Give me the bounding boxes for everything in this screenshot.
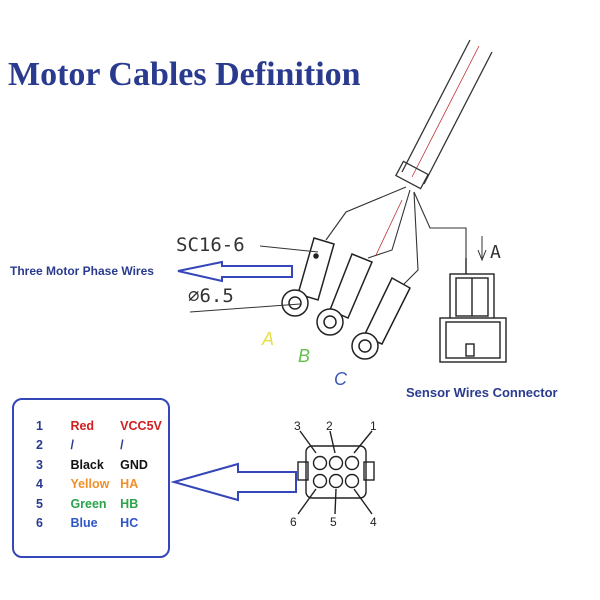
- wire-color: Blue: [70, 516, 98, 531]
- wire-color: Red: [70, 418, 95, 433]
- ring-terminal-c: [351, 276, 411, 360]
- pin-signal: GND: [120, 457, 148, 472]
- phase-letter-b: B: [298, 346, 310, 366]
- pin-number: 4: [36, 477, 43, 492]
- pin-signal: HC: [120, 516, 139, 531]
- wire-color: Black: [70, 457, 104, 472]
- page-title: Motor Cables Definition: [8, 56, 361, 93]
- connector-pin-3: 3: [294, 419, 301, 433]
- phase-letter-a: A: [261, 329, 274, 349]
- pin-number: 5: [36, 496, 43, 511]
- pin-signal: HA: [120, 477, 139, 492]
- ring-terminal-b: [316, 253, 373, 336]
- table-row: 6 Blue HC: [14, 514, 168, 534]
- table-row: 1 Red VCC5V: [14, 416, 168, 436]
- pin-number: 2: [36, 438, 43, 453]
- ring-terminal-a: [281, 237, 335, 317]
- phase-wires-label: Three Motor Phase Wires: [10, 264, 154, 278]
- table-row: 2 / /: [14, 436, 168, 456]
- pin-number: 6: [36, 516, 43, 531]
- part-code-leader: [189, 245, 319, 313]
- connector-pin-6: 6: [290, 515, 297, 529]
- sensor-connector: [439, 258, 507, 363]
- pin-definition-table: 1 Red VCC5V 2 / / 3 Black GND 4 Yellow H…: [12, 398, 170, 558]
- diameter-label: ⌀6.5: [188, 285, 234, 307]
- section-marker: [477, 236, 487, 262]
- table-row: 3 Black GND: [14, 455, 168, 475]
- pin-number: 3: [36, 457, 43, 472]
- sensor-connector-label: Sensor Wires Connector: [406, 385, 558, 400]
- part-code-label: SC16-6: [176, 234, 245, 256]
- wire-color: /: [70, 438, 74, 453]
- table-row: 5 Green HB: [14, 494, 168, 514]
- phase-letter-c: C: [334, 369, 348, 389]
- pin-signal: /: [120, 438, 124, 453]
- pin-number: 1: [36, 418, 43, 433]
- connector-pin-1: 1: [370, 419, 377, 433]
- phase-arrow: [177, 260, 293, 283]
- section-label: A: [490, 242, 501, 263]
- connector-pin-2: 2: [326, 419, 333, 433]
- table-row: 4 Yellow HA: [14, 475, 168, 495]
- connector-face: [297, 430, 375, 515]
- wire-color: Green: [70, 496, 107, 511]
- pin-signal: HB: [120, 496, 139, 511]
- pin-arrow: [170, 462, 297, 502]
- wire-color: Yellow: [70, 477, 110, 492]
- pin-signal: VCC5V: [120, 418, 162, 433]
- phase-leads: [325, 186, 467, 285]
- motor-cable-sheath: [395, 39, 493, 190]
- connector-pin-5: 5: [330, 515, 337, 529]
- connector-pin-4: 4: [370, 515, 377, 529]
